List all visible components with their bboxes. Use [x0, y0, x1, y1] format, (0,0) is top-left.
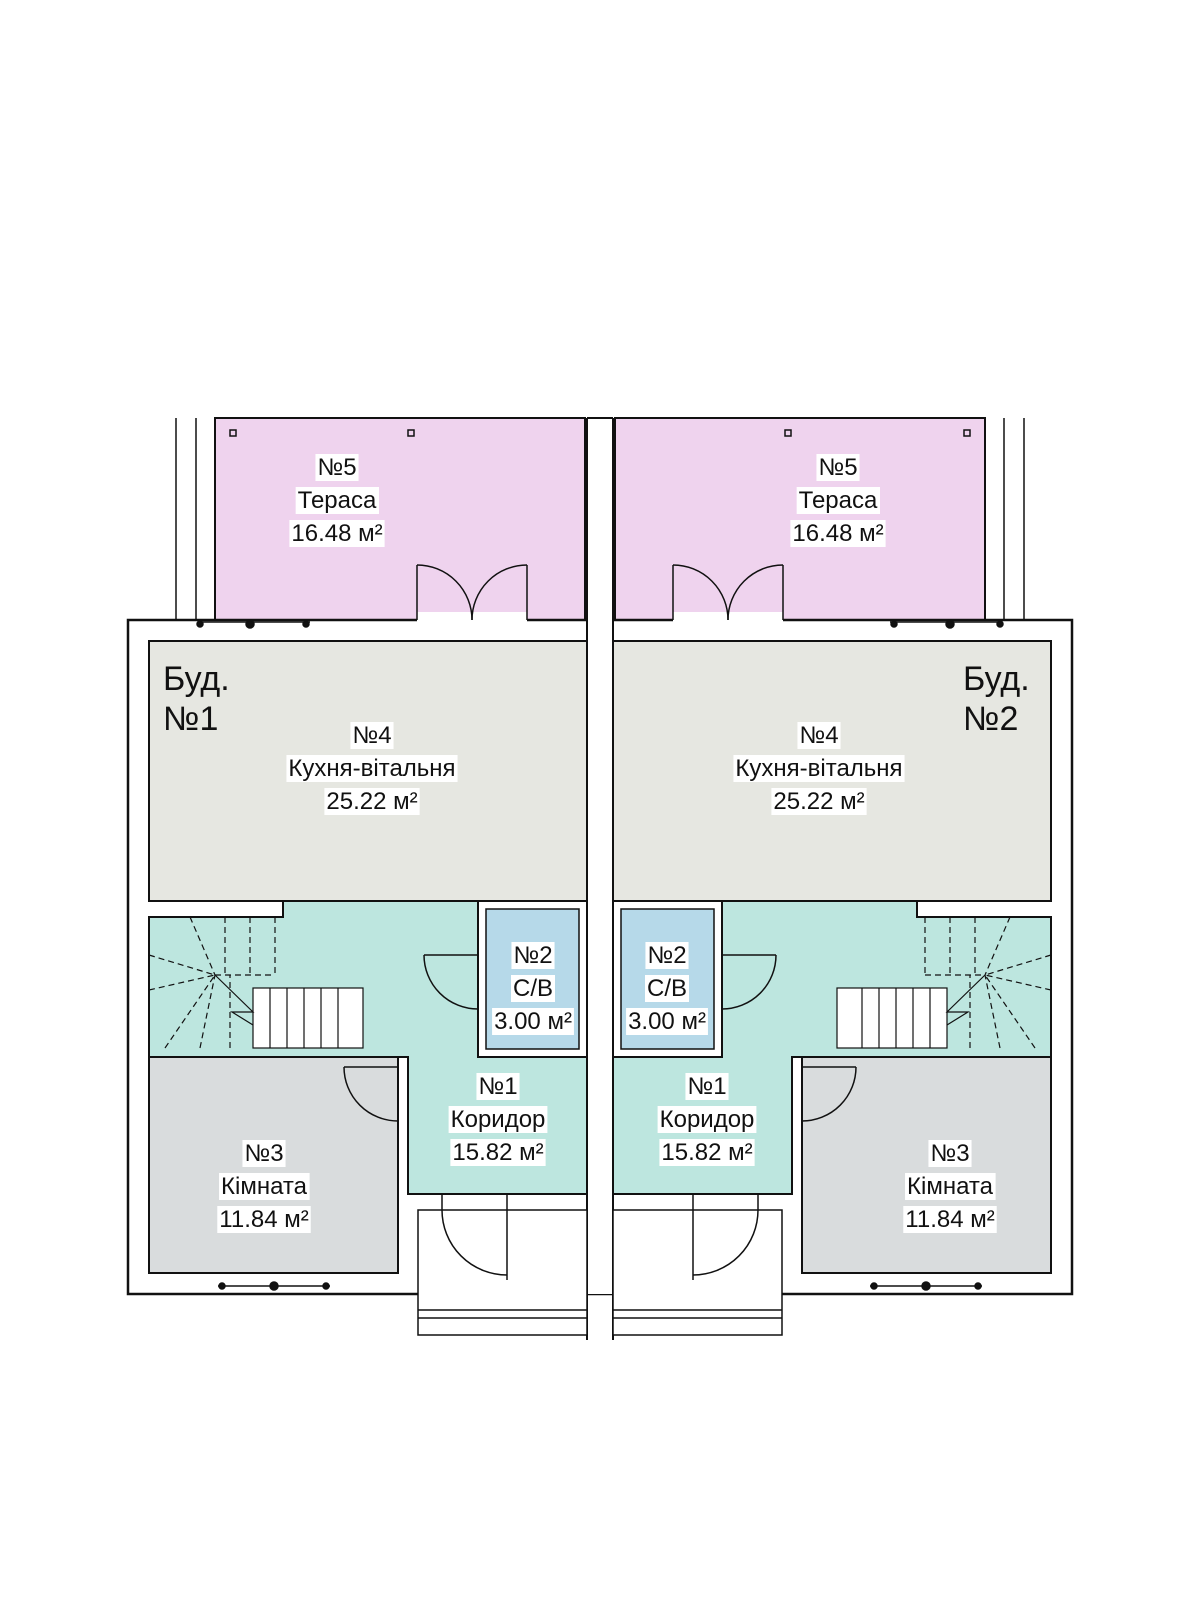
label-background: [903, 1206, 997, 1233]
bathroom-1-area: 3.00 м²: [494, 1008, 572, 1035]
room-1-name: Кімната: [221, 1173, 308, 1200]
label-background: [315, 454, 359, 481]
stairs-1: [148, 916, 364, 1049]
label-background: [796, 487, 881, 514]
label-background: [771, 788, 867, 815]
terrace-2-name: Тераса: [799, 487, 878, 514]
label-background: [928, 1140, 972, 1167]
label-background: [289, 520, 385, 547]
room-1-number: №3: [244, 1140, 283, 1167]
label-background: [645, 942, 689, 969]
room-door-2: [801, 1066, 857, 1122]
corridor-2-area: 15.82 м²: [661, 1139, 752, 1166]
room-1-area: 11.84 м²: [219, 1206, 308, 1233]
label-background: [219, 1173, 310, 1200]
terrace-2: [614, 417, 1025, 621]
kitchen-2-area: 25.22 м²: [773, 788, 864, 815]
corridor-1-number: №1: [478, 1073, 517, 1100]
terrace-1-number: №5: [317, 454, 356, 481]
stairs-2: [836, 916, 1052, 1049]
room-2-area: 11.84 м²: [905, 1206, 994, 1233]
label-background: [626, 1008, 708, 1035]
label-background: [448, 1106, 548, 1133]
terrace-door-2: [672, 564, 784, 628]
kitchen-1-number: №4: [352, 722, 391, 749]
party-wall: [587, 418, 613, 1294]
kitchen-1-name: Кухня-вітальня: [288, 755, 455, 782]
terrace-1-name: Тераса: [298, 487, 377, 514]
label-background: [242, 1140, 286, 1167]
bathroom-1-number: №2: [513, 942, 552, 969]
room-2-number: №3: [930, 1140, 969, 1167]
label-background: [286, 755, 458, 782]
label-background: [492, 1008, 574, 1035]
label-background: [510, 975, 556, 1002]
building-2-label-line1: Буд.: [963, 660, 1030, 698]
label-background: [295, 487, 380, 514]
terrace-2-number: №5: [818, 454, 857, 481]
building-2-label-line2: №2: [963, 700, 1018, 738]
room-door-1: [343, 1066, 399, 1122]
room-2-name: Кімната: [907, 1173, 994, 1200]
corridor-1-area: 15.82 м²: [452, 1139, 543, 1166]
label-background: [324, 788, 420, 815]
bathroom-door-2: [721, 954, 777, 1010]
label-background: [685, 1073, 729, 1100]
label-background: [816, 454, 860, 481]
label-background: [659, 1139, 755, 1166]
label-background: [450, 1139, 546, 1166]
label-background: [797, 722, 841, 749]
corridor-2-name: Коридор: [660, 1106, 755, 1133]
label-background: [350, 722, 394, 749]
terrace-door-1: [416, 564, 528, 628]
bathroom-1-name: С/В: [513, 975, 553, 1002]
bathroom-2-number: №2: [647, 942, 686, 969]
bathroom-door-1: [423, 954, 479, 1010]
terrace-1: [175, 417, 586, 621]
label-background: [733, 755, 905, 782]
corridor-2-number: №1: [687, 1073, 726, 1100]
label-background: [511, 942, 555, 969]
label-background: [790, 520, 886, 547]
label-background: [657, 1106, 757, 1133]
label-background: [476, 1073, 520, 1100]
label-background: [905, 1173, 996, 1200]
windows: [196, 619, 1004, 1291]
building-1-label-line2: №1: [163, 700, 218, 738]
bathroom-2-name: С/В: [647, 975, 687, 1002]
terrace-2-area: 16.48 м²: [792, 520, 883, 547]
kitchen-1-area: 25.22 м²: [326, 788, 417, 815]
kitchen-2-name: Кухня-вітальня: [735, 755, 902, 782]
room-2: [801, 1056, 1052, 1274]
entrance-1: [417, 1194, 588, 1336]
kitchen-2-number: №4: [799, 722, 838, 749]
building-1-label-line1: Буд.: [163, 660, 230, 698]
label-background: [217, 1206, 311, 1233]
entrance-2: [612, 1194, 783, 1336]
bathroom-2-area: 3.00 м²: [628, 1008, 706, 1035]
terrace-1-area: 16.48 м²: [291, 520, 382, 547]
label-background: [644, 975, 690, 1002]
corridor-1-name: Коридор: [451, 1106, 546, 1133]
